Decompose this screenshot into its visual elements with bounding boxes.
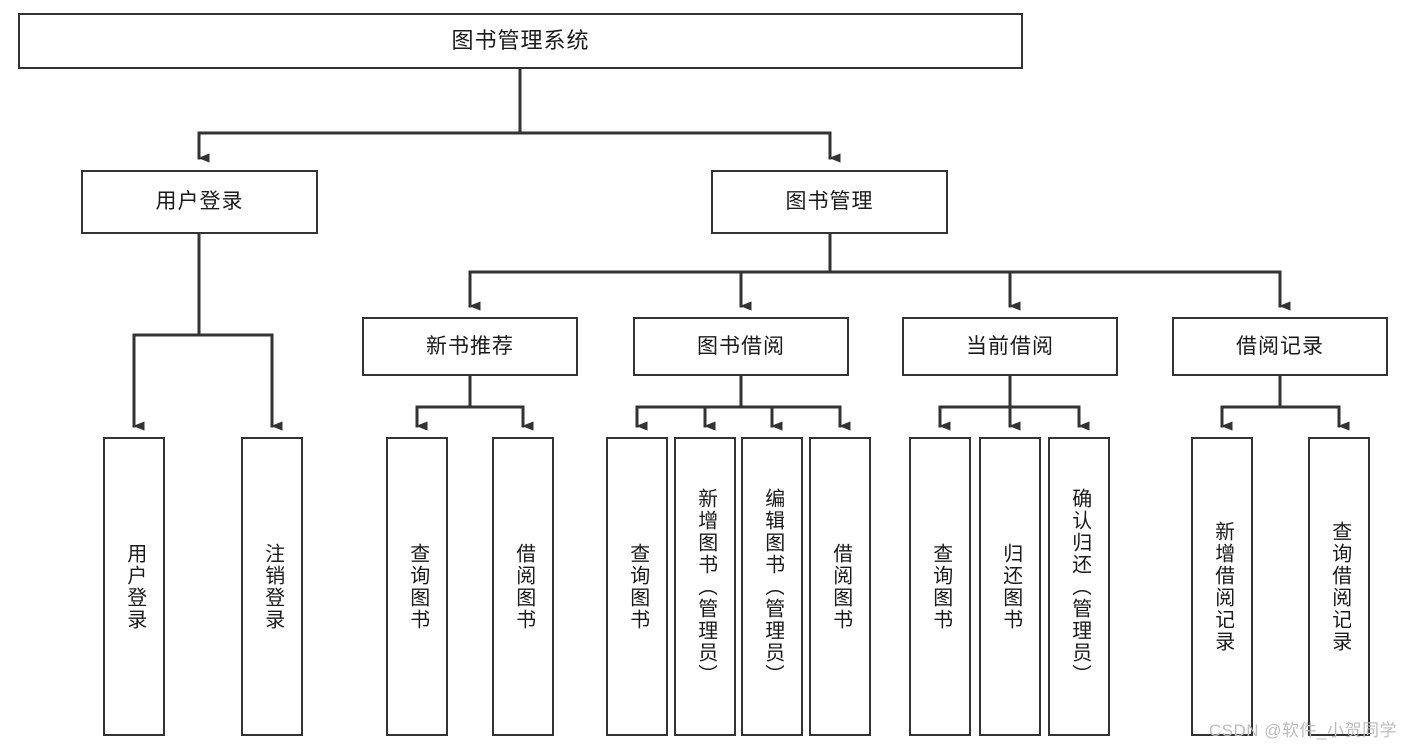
node-label: 查询借阅记录 [1328,520,1351,653]
csdn-watermark: CSDN @软件_小贺同学 [1208,721,1397,740]
node-book-management[interactable]: 图书管理 [711,170,948,234]
node-label: 当前借阅 [966,334,1054,358]
node-label: 用户登录 [123,542,146,631]
node-label: 查询图书 [626,542,649,631]
leaf-book-borrow-edit[interactable]: 编辑图书（管理员） [741,437,803,736]
node-label: 注销登录 [261,542,284,631]
node-label: 查询图书 [929,542,952,631]
node-label: 图书管理系统 [451,27,590,53]
leaf-book-borrow-borrow[interactable]: 借阅图书 [809,437,871,736]
node-label: 编辑图书（管理员） [761,487,784,686]
node-user-login[interactable]: 用户登录 [81,170,318,234]
node-label: 借阅图书 [829,542,852,631]
node-label: 新书推荐 [426,334,514,358]
node-new-book-recommend[interactable]: 新书推荐 [362,317,578,376]
node-label: 图书管理 [785,190,874,214]
node-current-borrow[interactable]: 当前借阅 [902,317,1118,376]
node-root-system[interactable]: 图书管理系统 [18,13,1023,69]
leaf-current-borrow-query[interactable]: 查询图书 [909,437,971,736]
leaf-new-book-query[interactable]: 查询图书 [386,437,448,736]
leaf-borrow-record-add[interactable]: 新增借阅记录 [1191,437,1253,736]
node-borrow-record[interactable]: 借阅记录 [1172,317,1388,376]
node-label: 借阅图书 [512,542,535,631]
node-label: 用户登录 [155,190,244,214]
leaf-book-borrow-query[interactable]: 查询图书 [606,437,668,736]
node-book-borrow[interactable]: 图书借阅 [633,317,849,376]
node-label: 确认归还（管理员） [1068,487,1091,686]
leaf-current-borrow-return[interactable]: 归还图书 [979,437,1041,736]
leaf-borrow-record-query[interactable]: 查询借阅记录 [1308,437,1370,736]
leaf-book-borrow-add[interactable]: 新增图书（管理员） [674,437,736,736]
node-label: 新增图书（管理员） [694,487,717,686]
node-label: 查询图书 [406,542,429,631]
leaf-current-borrow-confirm-return[interactable]: 确认归还（管理员） [1048,437,1110,736]
leaf-new-book-borrow[interactable]: 借阅图书 [492,437,554,736]
node-label: 归还图书 [999,542,1022,631]
node-label: 新增借阅记录 [1211,520,1234,653]
node-label: 借阅记录 [1236,334,1324,358]
node-label: 图书借阅 [697,334,785,358]
leaf-user-login-logout[interactable]: 注销登录 [241,437,303,736]
leaf-user-login-login[interactable]: 用户登录 [103,437,165,736]
